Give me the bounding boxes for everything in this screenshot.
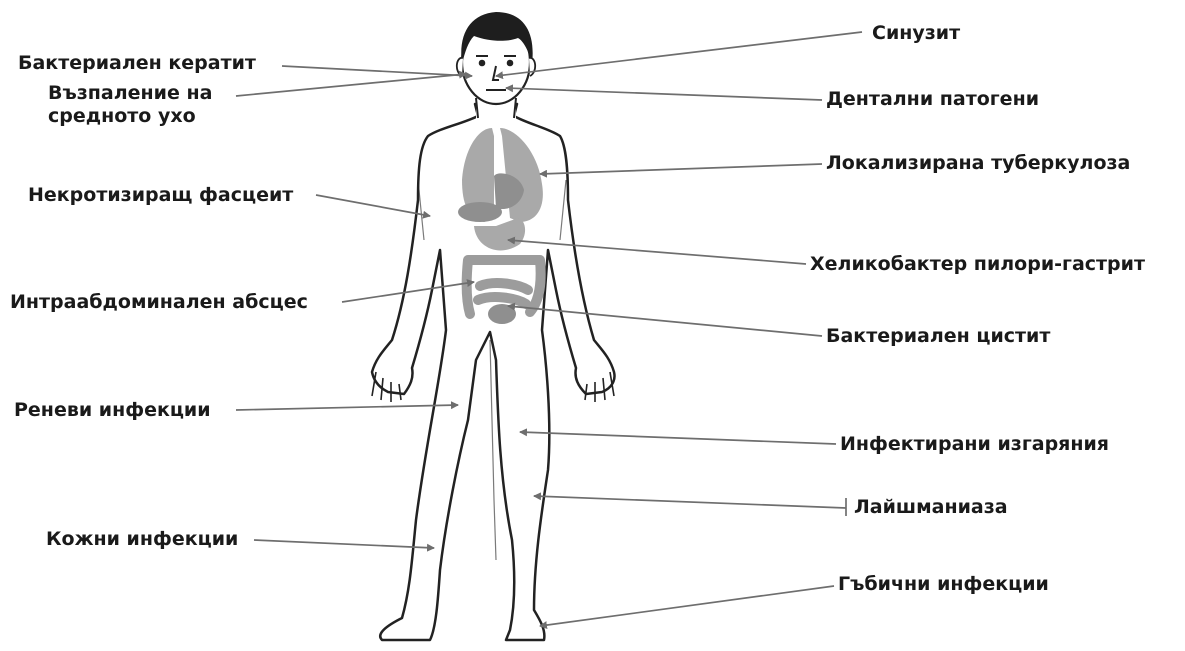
label-bacterial-keratitis: Бактериален кератит xyxy=(18,52,256,75)
arrow-dental-pathogens xyxy=(506,88,822,100)
label-leishmaniasis: Лайшманиаза xyxy=(854,496,1008,519)
arrow-otitis-media xyxy=(236,74,466,96)
label-h-pylori-gastritis: Хеликобактер пилори-гастрит xyxy=(810,253,1145,276)
label-wound-infections: Реневи инфекции xyxy=(14,399,211,422)
arrow-bacterial-keratitis xyxy=(282,66,472,76)
arrow-necrotizing-fasciitis xyxy=(316,195,430,216)
arrow-wound-infections xyxy=(236,405,458,410)
liver xyxy=(458,202,502,222)
arrow-leishmaniasis xyxy=(534,496,846,508)
pointer-lines xyxy=(236,32,862,626)
label-otitis-media: Възпаление на средното ухо xyxy=(48,82,248,128)
label-necrotizing-fasciitis: Некротизиращ фасцеит xyxy=(28,184,293,207)
arrow-infected-burns xyxy=(520,432,836,444)
arrow-sinusitis xyxy=(496,32,862,76)
label-dental-pathogens: Дентални патогени xyxy=(826,88,1039,111)
arrow-skin-infections xyxy=(254,540,434,548)
label-intraabdominal-abscess: Интраабдоминален абсцес xyxy=(10,291,308,314)
arrow-localized-tuberculosis xyxy=(540,164,822,174)
label-infected-burns: Инфектирани изгаряния xyxy=(840,433,1109,456)
label-skin-infections: Кожни инфекции xyxy=(46,528,238,551)
arrow-fungal-infections xyxy=(540,586,834,626)
label-bacterial-cystitis: Бактериален цистит xyxy=(826,325,1050,348)
label-localized-tuberculosis: Локализирана туберкулоза xyxy=(826,152,1130,175)
label-sinusitis: Синузит xyxy=(872,22,960,45)
label-fungal-infections: Гъбични инфекции xyxy=(838,573,1049,596)
arrow-bacterial-cystitis xyxy=(508,306,822,336)
